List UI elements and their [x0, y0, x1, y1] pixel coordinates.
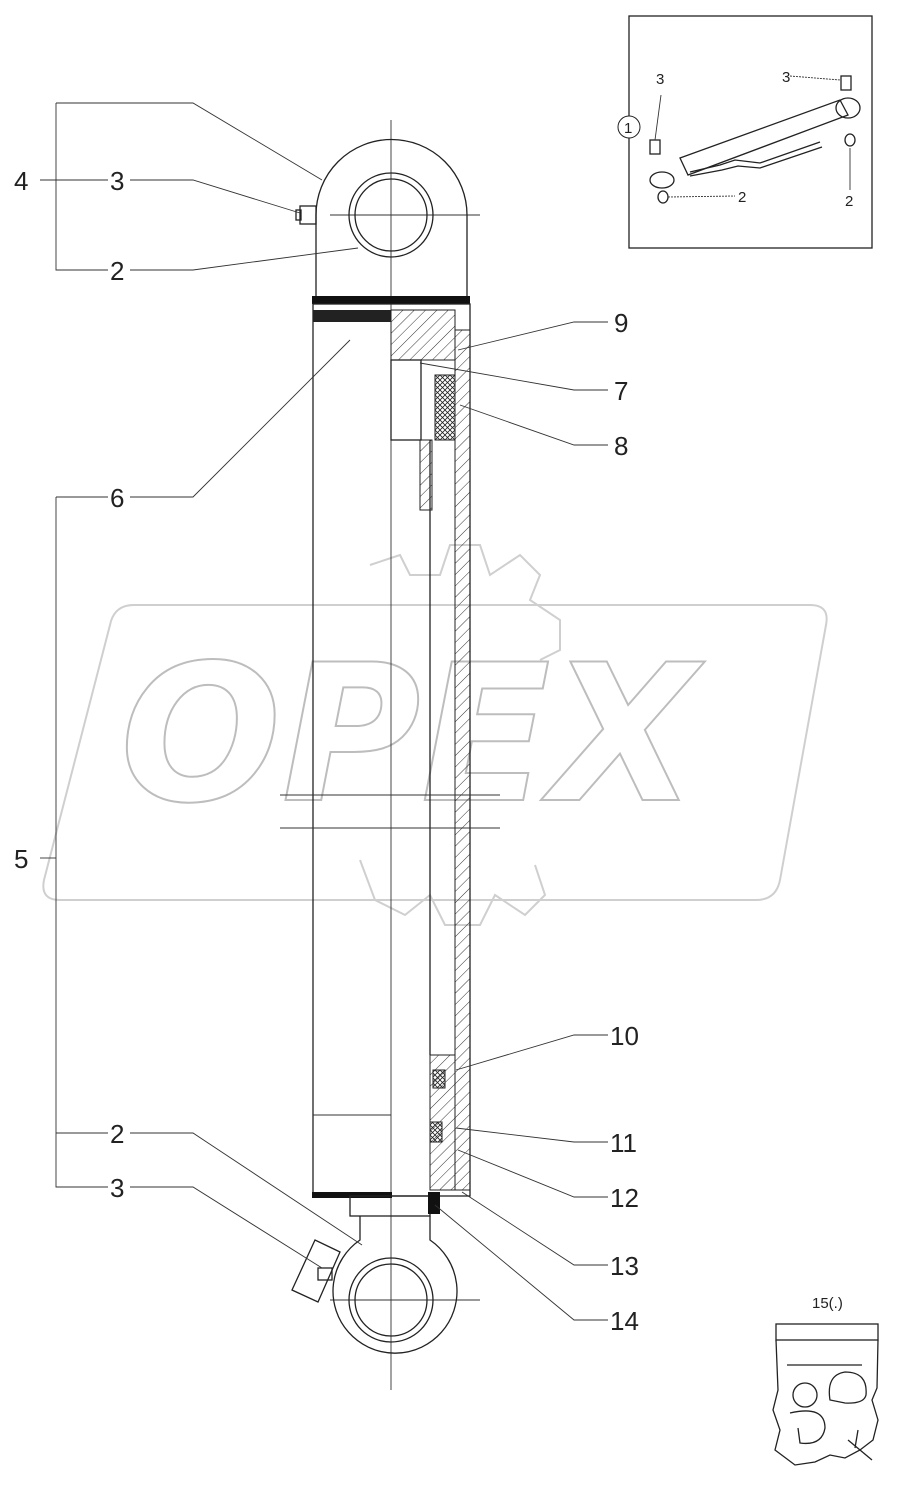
leader-lines — [40, 102, 608, 1321]
grease-fitting-top — [299, 205, 317, 225]
top-eye — [295, 138, 468, 297]
watermark-text: OPEX — [120, 624, 706, 845]
inset-label-3-right: 3 — [782, 69, 790, 86]
inset-cylinder — [679, 99, 849, 176]
callout-13: 13 — [610, 1251, 639, 1281]
inset-label-2-left: 2 — [738, 189, 746, 206]
inset-label-2-right: 2 — [845, 193, 853, 210]
callout-5: 5 — [14, 844, 28, 874]
callout-8: 8 — [614, 431, 628, 461]
callout-9: 9 — [614, 308, 628, 338]
callout-14: 14 — [610, 1306, 639, 1336]
callout-7: 7 — [614, 376, 628, 406]
inset-label-1: 1 — [624, 120, 632, 137]
cylinder-barrel — [280, 296, 500, 1217]
callout-11: 11 — [610, 1128, 637, 1158]
callout-3-top: 3 — [110, 166, 124, 196]
callout-12: 12 — [610, 1183, 639, 1213]
callout-2-bottom: 2 — [110, 1119, 124, 1149]
assembly-inset: 1 3 3 2 2 — [617, 15, 873, 249]
callout-3-bottom: 3 — [110, 1173, 124, 1203]
grease-fitting-bottom — [291, 1239, 341, 1303]
callout-4: 4 — [14, 166, 28, 196]
seal-kit-bag: 15(.) — [772, 1295, 879, 1466]
watermark: OPEX — [42, 544, 828, 926]
bottom-eye — [291, 1216, 458, 1354]
callout-6: 6 — [110, 483, 124, 513]
callout-2-top: 2 — [110, 256, 124, 286]
callout-10: 10 — [610, 1021, 639, 1051]
inset-label-3-left: 3 — [656, 71, 664, 88]
kit-label: 15(.) — [812, 1295, 843, 1312]
